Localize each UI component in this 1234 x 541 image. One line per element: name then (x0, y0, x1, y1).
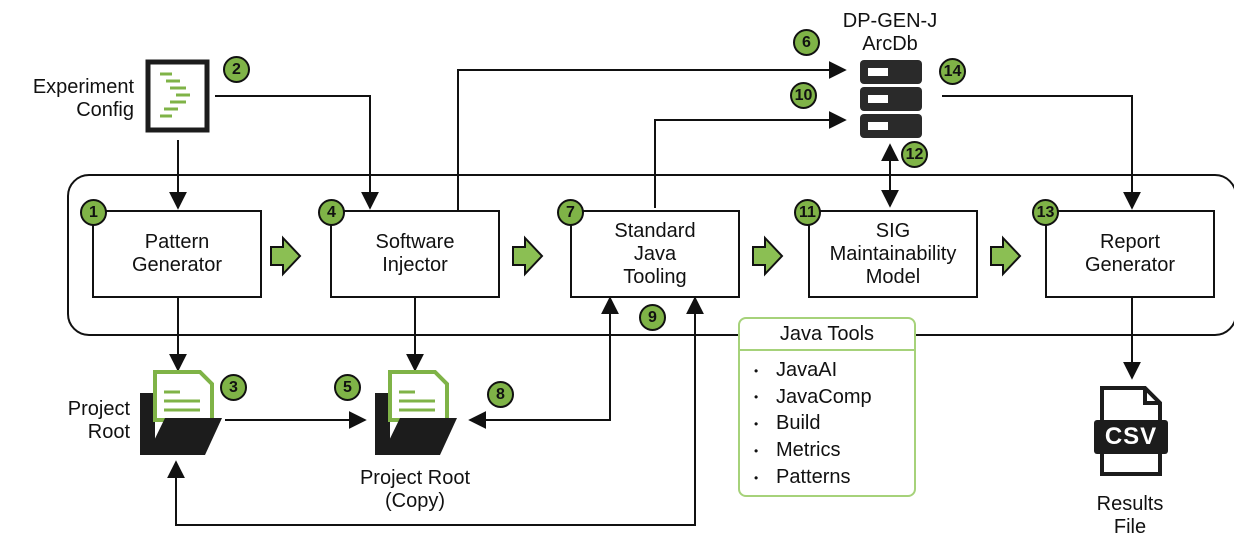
step-badge-13: 13 (1032, 199, 1059, 226)
flow-arrow-1 (270, 235, 302, 277)
step-badge-10: 10 (790, 82, 817, 109)
java-tool-item: Metrics (754, 437, 914, 464)
project-root-folder-icon (140, 370, 222, 455)
java-tool-item: Patterns (754, 464, 914, 491)
software-injector-label: Software Injector (375, 231, 455, 276)
project-root-label: Project Root (67, 398, 130, 443)
project-root-copy-folder-icon (375, 370, 457, 455)
java-tools-title: Java Tools (740, 319, 914, 351)
database-icon (860, 60, 922, 138)
results-file-label: Results File (1096, 493, 1164, 538)
project-root-copy-label: Project Root (Copy) (359, 467, 471, 512)
step-badge-3: 3 (220, 374, 247, 401)
csv-file-icon (1094, 386, 1168, 476)
standard-java-tooling-box[interactable]: Standard Java Tooling (570, 210, 740, 298)
flow-arrows (270, 235, 1022, 277)
report-generator-label: Report Generator (1084, 231, 1176, 276)
step-badge-4: 4 (318, 199, 345, 226)
java-tools-list: JavaAI JavaComp Build Metrics Patterns (740, 351, 914, 491)
flow-arrow-3 (752, 235, 784, 277)
step-badge-9: 9 (639, 304, 666, 331)
java-tool-item: Build (754, 410, 914, 437)
java-tool-item: JavaAI (754, 357, 914, 384)
pattern-generator-box[interactable]: Pattern Generator (92, 210, 262, 298)
step-badge-11: 11 (794, 199, 821, 226)
software-injector-box[interactable]: Software Injector (330, 210, 500, 298)
flow-arrow-4 (990, 235, 1022, 277)
step-badge-2: 2 (223, 56, 250, 83)
pipeline-container (67, 174, 1234, 336)
java-tool-item: JavaComp (754, 384, 914, 411)
sig-maintainability-model-box[interactable]: SIG Maintainability Model (808, 210, 978, 298)
step-badge-14: 14 (939, 58, 966, 85)
step-badge-5: 5 (334, 374, 361, 401)
csv-file-badge: CSV (1104, 423, 1158, 450)
connectors (167, 61, 1141, 526)
step-badge-7: 7 (557, 199, 584, 226)
experiment-config-label: Experiment Config (32, 76, 134, 121)
step-badge-8: 8 (487, 381, 514, 408)
report-generator-box[interactable]: Report Generator (1045, 210, 1215, 298)
step-badge-1: 1 (80, 199, 107, 226)
flow-arrow-2 (512, 235, 544, 277)
step-badge-6: 6 (793, 29, 820, 56)
config-document-icon (145, 59, 210, 133)
step-badge-12: 12 (901, 141, 928, 168)
java-tools-panel: Java Tools JavaAI JavaComp Build Metrics… (738, 317, 916, 497)
standard-java-tooling-label: Standard Java Tooling (614, 219, 696, 288)
database-title: DP-GEN-J ArcDb (842, 10, 938, 55)
pattern-generator-label: Pattern Generator (131, 231, 223, 276)
sig-maintainability-model-label: SIG Maintainability Model (829, 219, 957, 288)
